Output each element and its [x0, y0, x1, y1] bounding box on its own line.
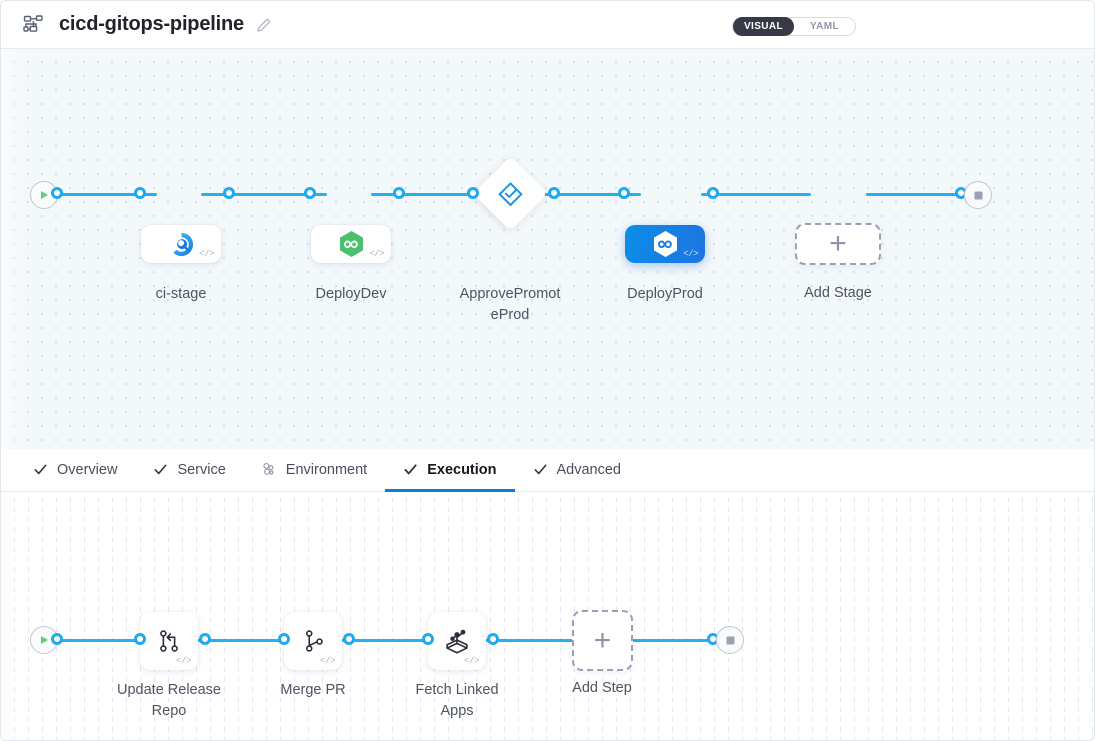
stage-wire-4	[701, 193, 811, 196]
stage-wire-3	[541, 193, 641, 196]
stage-connector-dot-5[interactable]	[467, 187, 479, 199]
stage-wire-start	[47, 193, 157, 196]
tab-label: Overview	[57, 461, 118, 478]
page-title: cicd-gitops-pipeline	[59, 13, 244, 35]
tab-label: Execution	[427, 461, 497, 478]
stage-wire-end	[866, 193, 978, 196]
gitops-hex-icon	[652, 230, 679, 258]
check-icon	[33, 462, 48, 477]
label-line-2: Apps	[440, 703, 474, 719]
stop-icon	[974, 191, 982, 199]
stage-node-label-deploydev: DeployDev	[315, 286, 387, 302]
pipeline-icon	[21, 13, 47, 37]
tab-service[interactable]: Service	[135, 450, 243, 492]
stage-node-label-ci-stage: ci-stage	[155, 286, 207, 302]
stage-node-deployprod[interactable]: </>	[625, 225, 705, 263]
tab-overview[interactable]: Overview	[15, 450, 135, 492]
code-badge: </>	[320, 656, 335, 666]
pencil-icon[interactable]	[256, 17, 272, 33]
toggle-option-yaml[interactable]: YAML	[809, 21, 839, 32]
add-step-label: Add Step	[572, 680, 632, 696]
stage-graph-canvas[interactable]: </> ci-stage </> DeployDev	[1, 49, 1094, 449]
ci-build-icon	[168, 231, 195, 258]
label-line-2: eProd	[490, 307, 530, 323]
add-stage-button[interactable]: +	[795, 223, 881, 265]
step-connector-dot-1[interactable]	[134, 633, 146, 645]
step-wire-3	[479, 639, 573, 642]
tab-environment[interactable]: Environment	[244, 450, 385, 492]
label-line-1: Update Release	[117, 682, 221, 698]
stage-node-label-approvepromoteprod: ApprovePromot eProd	[438, 284, 582, 326]
label-line-2: Repo	[151, 703, 187, 719]
toggle-option-visual[interactable]: VISUAL	[733, 17, 794, 36]
stage-connector-dot-1[interactable]	[134, 187, 146, 199]
gitops-hex-icon	[338, 230, 365, 258]
step-end-node[interactable]	[716, 626, 744, 654]
step-node-label-fetch-linked-apps: Fetch Linked Apps	[385, 680, 529, 722]
code-badge: </>	[683, 249, 698, 259]
tab-label: Environment	[285, 461, 368, 478]
stage-connector-dot-6[interactable]	[548, 187, 560, 199]
git-merge-icon	[154, 626, 184, 656]
stage-connector-dot-4[interactable]	[393, 187, 405, 199]
cube-node-icon	[441, 625, 473, 657]
tab-advanced[interactable]: Advanced	[515, 450, 640, 492]
add-step-button[interactable]: +	[572, 610, 633, 671]
view-mode-toggle[interactable]: VISUAL YAML	[732, 17, 856, 36]
header-bar: cicd-gitops-pipeline VISUAL YAML	[1, 1, 1094, 49]
code-badge: </>	[199, 249, 214, 259]
step-graph-canvas[interactable]: </> Update Release Repo </>	[1, 492, 1094, 740]
step-connector-dot-4[interactable]	[343, 633, 355, 645]
plus-icon: +	[593, 623, 612, 657]
stage-wire-1	[201, 193, 327, 196]
git-branch-icon	[298, 626, 328, 656]
label-line-1: Fetch Linked	[415, 682, 499, 698]
step-node-merge-pr[interactable]: </>	[284, 612, 342, 670]
step-node-label-merge-pr: Merge PR	[241, 680, 385, 701]
stage-connector-dot-8[interactable]	[707, 187, 719, 199]
step-wire-start	[47, 639, 157, 642]
step-wire-end	[631, 639, 729, 642]
stage-connector-dot-0[interactable]	[51, 187, 63, 199]
stage-connector-dot-7[interactable]	[618, 187, 630, 199]
tab-execution[interactable]: Execution	[385, 450, 515, 492]
cluster-icon	[262, 462, 277, 477]
pipeline-end-node[interactable]	[964, 181, 992, 209]
stage-config-tabs[interactable]: Overview Service Environment Execution	[1, 449, 1094, 492]
step-wire-2	[335, 639, 445, 642]
plus-icon: +	[829, 227, 847, 260]
code-badge: </>	[369, 249, 384, 259]
step-connector-dot-5[interactable]	[422, 633, 434, 645]
step-node-fetch-linked-apps[interactable]: </>	[428, 612, 486, 670]
label-line-1: Merge PR	[280, 682, 346, 698]
code-badge: </>	[176, 656, 191, 666]
stage-node-deploydev[interactable]: </>	[311, 225, 391, 263]
stage-node-approvepromoteprod[interactable]	[473, 156, 548, 231]
step-node-label-update-release-repo: Update Release Repo	[97, 680, 241, 722]
step-connector-dot-2[interactable]	[199, 633, 211, 645]
approval-diamond-icon	[498, 181, 524, 207]
step-connector-dot-3[interactable]	[278, 633, 290, 645]
label-line-1: ApprovePromot	[459, 286, 561, 302]
check-icon	[533, 462, 548, 477]
code-badge: </>	[464, 656, 479, 666]
play-icon	[41, 191, 48, 199]
stage-node-ci-stage[interactable]: </>	[141, 225, 221, 263]
step-connector-dot-6[interactable]	[487, 633, 499, 645]
add-stage-label: Add Stage	[804, 285, 872, 301]
step-connector-dot-0[interactable]	[51, 633, 63, 645]
check-icon	[153, 462, 168, 477]
stage-connector-dot-2[interactable]	[223, 187, 235, 199]
stage-wire-2	[371, 193, 497, 196]
stage-node-label-deployprod: DeployProd	[627, 286, 703, 302]
tab-label: Service	[177, 461, 226, 478]
play-icon	[41, 636, 48, 644]
check-icon	[403, 462, 418, 477]
tab-label: Advanced	[556, 461, 622, 478]
stage-connector-dot-3[interactable]	[304, 187, 316, 199]
step-wire-1	[191, 639, 301, 642]
stop-icon	[726, 636, 734, 644]
step-node-update-release-repo[interactable]: </>	[140, 612, 198, 670]
